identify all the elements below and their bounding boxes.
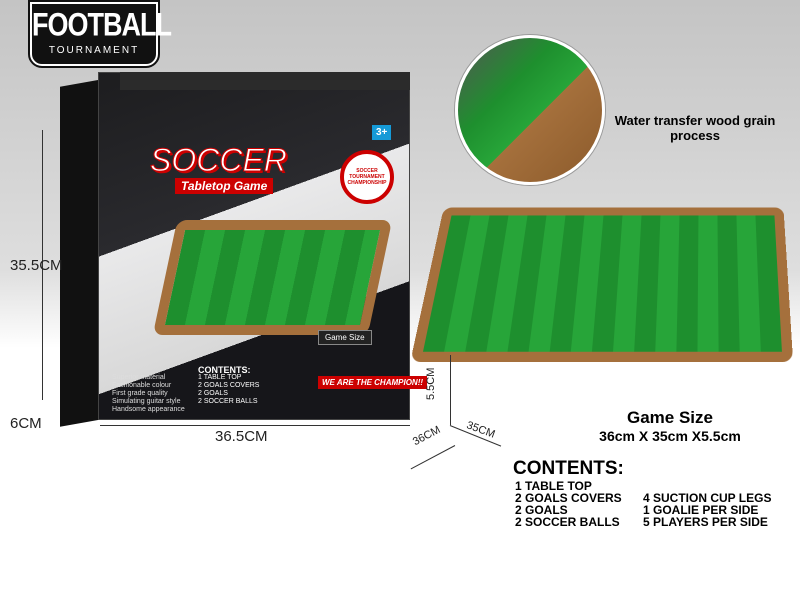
feature: Fashionable colour — [112, 382, 185, 390]
logo-title: FOOTBALL — [32, 7, 156, 44]
age-badge: 3+ — [372, 125, 391, 140]
box-game-size: Game Size — [318, 330, 372, 345]
width-line — [100, 425, 410, 426]
depth-label: 6CM — [10, 415, 42, 432]
foosball-table-photo — [410, 207, 793, 362]
contents-list: 1 TABLE TOP 2 GOALS COVERS4 SUCTION CUP … — [515, 480, 771, 528]
game-size-title: Game Size — [590, 408, 750, 428]
axis-depth — [411, 445, 456, 469]
football-tournament-logo: FOOTBALL TOURNAMENT — [30, 2, 158, 66]
box-content-item: 1 TABLE TOP — [198, 374, 259, 382]
box-content-item: 2 SOCCER BALLS — [198, 398, 259, 406]
feature: Superior material — [112, 374, 185, 382]
box-features: Superior material Fashionable colour Fir… — [112, 374, 185, 414]
box-top — [120, 72, 410, 90]
axis-height — [450, 355, 451, 425]
box-side — [60, 80, 98, 427]
feature: First grade quality — [112, 390, 185, 398]
height-label: 35.5CM — [10, 257, 63, 274]
box-contents: CONTENTS: 1 TABLE TOP 2 GOALS COVERS 2 G… — [198, 366, 259, 406]
content-item: 5 PLAYERS PER SIDE — [643, 516, 771, 528]
logo-subtitle: TOURNAMENT — [32, 45, 156, 56]
wood-grain-callout: Water transfer wood grain process — [610, 113, 780, 143]
feature: Handsome appearance — [112, 406, 185, 414]
contents-title: CONTENTS: — [513, 458, 624, 480]
axis-height-label: 5.5CM — [425, 368, 437, 400]
champion-banner: WE ARE THE CHAMPION!! — [318, 376, 427, 389]
axis-depth-label: 36CM — [411, 424, 443, 448]
box-title: SOCCER — [150, 142, 287, 179]
wood-grain-closeup — [455, 35, 605, 185]
box-table-image — [153, 220, 392, 335]
box-contents-title: CONTENTS: — [198, 366, 259, 374]
box-subtitle: Tabletop Game — [175, 178, 273, 194]
width-label: 36.5CM — [215, 428, 268, 445]
box-content-item: 2 GOALS — [198, 390, 259, 398]
feature: Simulating guitar style — [112, 398, 185, 406]
content-item: 2 SOCCER BALLS — [515, 516, 643, 528]
championship-badge-text: SOCCER TOURNAMENT CHAMPIONSHIP — [347, 168, 387, 186]
game-size-dims: 36cm X 35cm X5.5cm — [565, 428, 775, 444]
box-content-item: 2 GOALS COVERS — [198, 382, 259, 390]
championship-badge: SOCCER TOURNAMENT CHAMPIONSHIP — [340, 150, 394, 204]
